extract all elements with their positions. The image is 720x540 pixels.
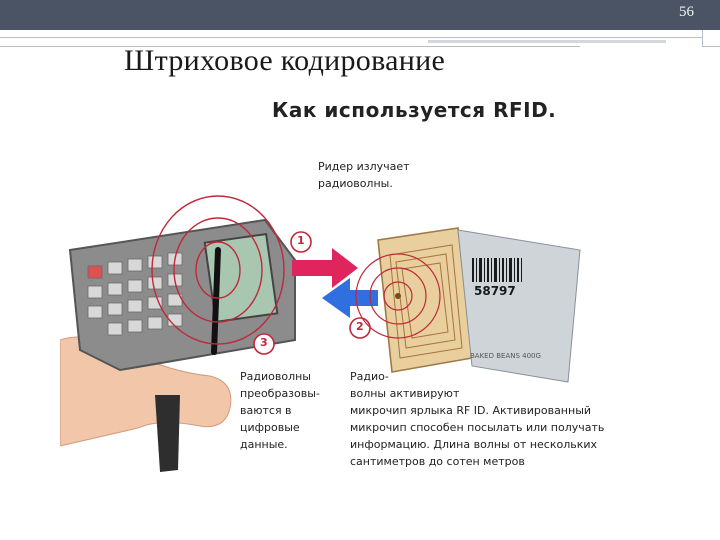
arrow-1-red bbox=[292, 248, 358, 288]
arrow-2-blue bbox=[322, 278, 378, 318]
reader-caption-line: радиоволны. bbox=[318, 177, 393, 190]
right-caption: Радио- волны активируют микрочип ярлыка … bbox=[350, 368, 604, 470]
tag-product-label: BAKED BEANS 400G bbox=[470, 352, 541, 360]
left-caption-line: ваются в bbox=[240, 404, 292, 417]
step-2-label: 2 bbox=[356, 320, 364, 333]
rfid-artwork bbox=[60, 195, 581, 472]
top-bar bbox=[0, 0, 720, 30]
header-bracket-foot bbox=[702, 46, 720, 47]
reader-waves bbox=[151, 195, 285, 345]
left-caption: Радиоволны преобразовы- ваются в цифровы… bbox=[240, 368, 320, 453]
tag-code-label: 58797 bbox=[474, 284, 516, 298]
tag-microchip bbox=[395, 293, 401, 299]
reader-screen bbox=[203, 232, 279, 324]
right-caption-line: микрочип способен посылать или получать bbox=[350, 421, 605, 434]
right-caption-line: Радио- bbox=[350, 370, 389, 383]
step-1-badge bbox=[290, 231, 312, 253]
right-caption-line: микрочип ярлыка RF ID. Активированный bbox=[350, 404, 592, 417]
left-caption-line: Радиоволны bbox=[240, 370, 311, 383]
step-3-label: 3 bbox=[260, 336, 268, 349]
rfid-illustration: Как используется RFID. Ридер излучает ра… bbox=[60, 90, 620, 510]
step-1-label: 1 bbox=[297, 234, 305, 247]
reader-caption: Ридер излучает радиоволны. bbox=[318, 158, 410, 192]
left-caption-line: цифровые bbox=[240, 421, 300, 434]
left-caption-line: преобразовы- bbox=[240, 387, 320, 400]
header-rule-short bbox=[0, 46, 580, 47]
barcode-bars bbox=[472, 258, 522, 282]
right-caption-line: сантиметров до сотен метров bbox=[350, 455, 525, 468]
reader-handle bbox=[155, 395, 180, 472]
right-caption-line: волны активируют bbox=[350, 387, 460, 400]
left-caption-line: данные. bbox=[240, 438, 288, 451]
reader-keypad bbox=[87, 252, 183, 336]
right-caption-line: информацию. Длина волны от нескольких bbox=[350, 438, 598, 451]
header-rule bbox=[0, 37, 702, 38]
slide-number: 56 bbox=[679, 4, 694, 20]
reader-antenna bbox=[211, 247, 221, 355]
reader-caption-line: Ридер излучает bbox=[318, 160, 410, 173]
header-accent-rule bbox=[428, 40, 666, 43]
slide-title: Штриховое кодирование bbox=[124, 44, 446, 77]
figure-title: Как используется RFID. bbox=[272, 98, 557, 122]
tag-waves bbox=[355, 253, 441, 339]
step-3-badge bbox=[253, 333, 275, 355]
header-bracket bbox=[702, 30, 703, 46]
